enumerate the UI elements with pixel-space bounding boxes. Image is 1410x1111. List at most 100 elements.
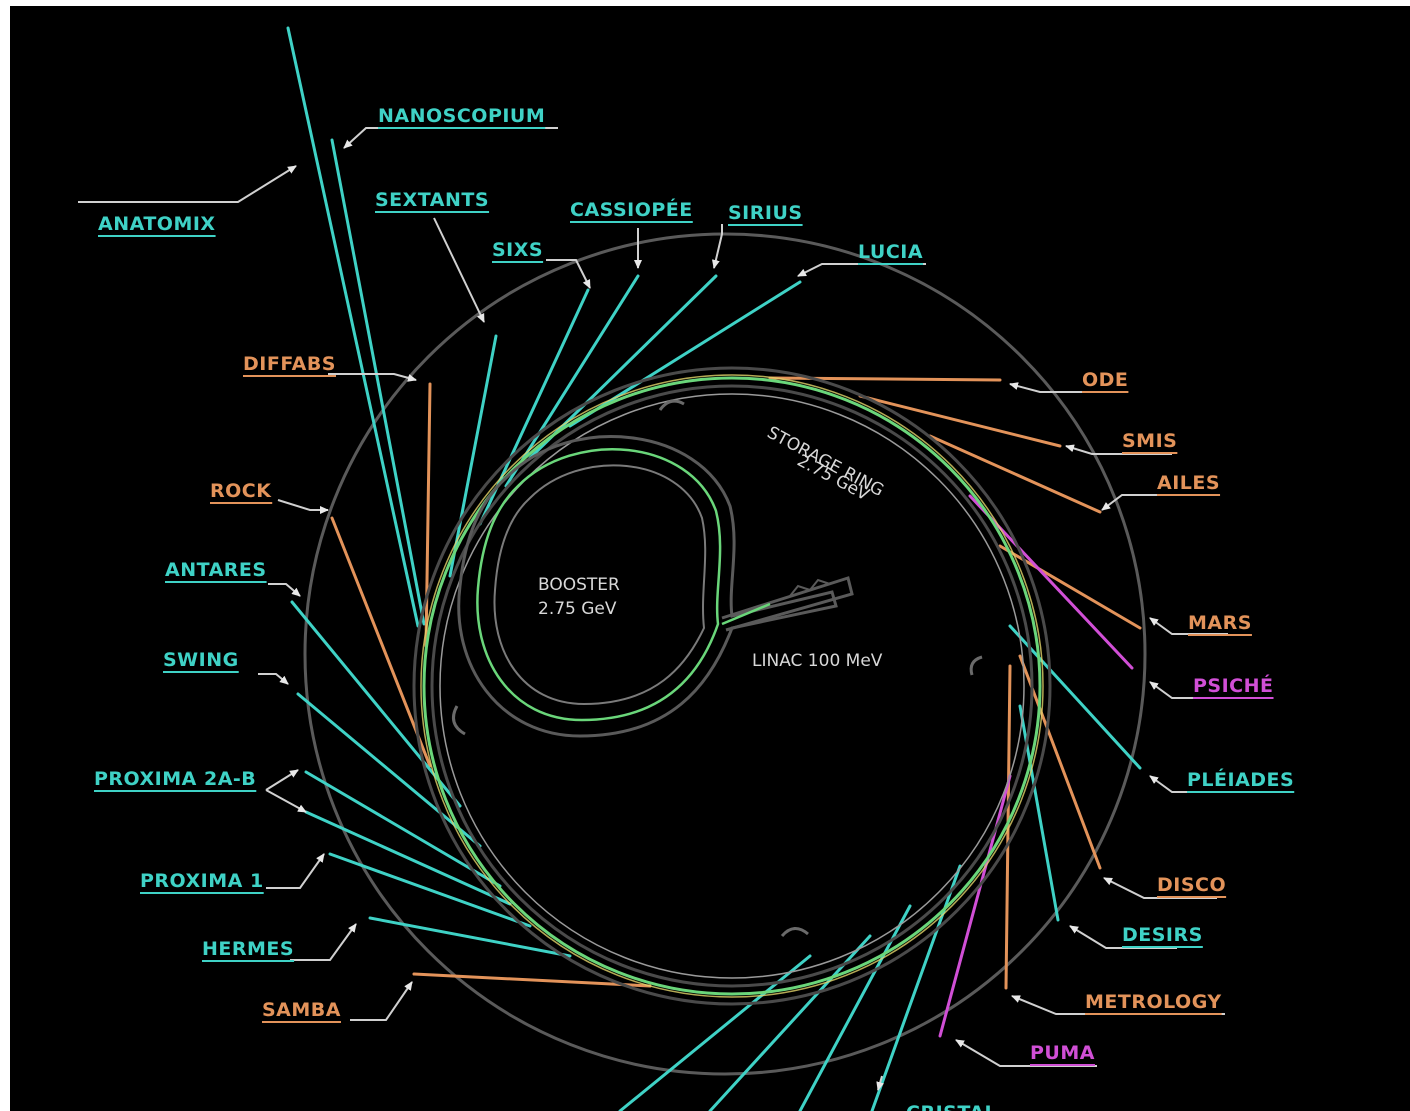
beamline-ray-hermes (368, 916, 572, 958)
beamline-ray-proxima2ab (304, 770, 502, 888)
linac-label: LINAC 100 MeV (752, 651, 883, 671)
label-text-nanoscopium: NANOSCOPIUM (378, 105, 545, 127)
beamline-ray-swing (296, 692, 482, 848)
label-text-mars: MARS (1188, 612, 1252, 634)
label-text-ode: ODE (1082, 369, 1128, 391)
linac (721, 576, 854, 632)
beamline-ray-lucia (568, 280, 802, 428)
label-hermes: HERMES (202, 938, 295, 962)
beamline-ray-mars (998, 544, 1142, 630)
beamline-ray-metrology (1004, 664, 1012, 990)
label-psiche: PSICHÉ (1193, 674, 1274, 699)
label-samba: SAMBA (262, 999, 341, 1023)
label-text-proxima2ab: PROXIMA 2A-B (94, 768, 256, 790)
label-text-sixs: SIXS (492, 239, 543, 261)
experimental-hall-outline (303, 232, 1147, 1076)
beamline-ray-rock (330, 516, 432, 768)
leader-proxima1 (266, 853, 325, 889)
diagram-canvas: BOOSTER 2.75 GeV STORAGE RING 2.75 GeV L… (78, 26, 1295, 1111)
label-text-cristal: CRISTAL (906, 1102, 997, 1111)
beamline-ray-cristal (798, 904, 912, 1111)
label-text-swing: SWING (163, 649, 239, 671)
leader-proxima2ab (265, 769, 299, 791)
label-desirs: DESIRS (1122, 924, 1203, 948)
label-text-desirs: DESIRS (1122, 924, 1203, 946)
beamline-ray-sextants (448, 334, 498, 578)
leader-sixs (546, 259, 591, 289)
leader-lines (78, 127, 1277, 1091)
label-proxima2ab: PROXIMA 2A-B (94, 768, 257, 792)
label-text-disco: DISCO (1157, 874, 1226, 896)
beamline-ray-psiche (968, 494, 1134, 670)
label-nanoscopium: NANOSCOPIUM (378, 105, 546, 129)
label-text-smis: SMIS (1122, 430, 1177, 452)
leader-samba (350, 981, 413, 1021)
leader-cristal (876, 1075, 885, 1091)
leader-sirius (711, 224, 723, 269)
label-lucia: LUCIA (858, 241, 924, 265)
beamline-ray-sirius (528, 274, 718, 460)
leader-diffabs (328, 373, 417, 382)
label-rock: ROCK (210, 480, 273, 504)
beamline-ray-diffabs (424, 382, 432, 648)
label-sirius: SIRIUS (728, 202, 803, 226)
leader-hermes (290, 923, 357, 961)
label-smis: SMIS (1122, 430, 1178, 454)
label-mars: MARS (1188, 612, 1252, 636)
label-metrology: METROLOGY (1085, 991, 1222, 1015)
beamline-ray-anatomix (286, 26, 420, 628)
storage-ring-beam (422, 376, 1042, 996)
label-cassiopee: CASSIOPÉE (570, 198, 693, 223)
label-text-lucia: LUCIA (858, 241, 923, 263)
label-text-pleiades: PLÉIADES (1187, 768, 1294, 791)
label-text-proxima1: PROXIMA 1 (140, 870, 264, 892)
beamline-ray-antares (290, 600, 462, 808)
leader-nanoscopium (343, 127, 558, 149)
label-swing: SWING (163, 649, 239, 673)
label-puma: PUMA (1030, 1042, 1095, 1066)
label-anatomix: ANATOMIX (98, 213, 216, 237)
label-text-ailes: AILES (1157, 472, 1220, 494)
beamline-ray-proxima2ab (304, 810, 512, 906)
leader-sextants (433, 217, 485, 323)
beamline-ray-ailes (928, 434, 1102, 514)
leader-anatomix (78, 165, 297, 203)
label-cristal: CRISTAL (906, 1102, 997, 1111)
label-text-metrology: METROLOGY (1085, 991, 1222, 1013)
beamline-labels: ANATOMIX NANOSCOPIUM SEXTANTS SIXS CASSI… (94, 105, 1295, 1111)
beamline-ray-samba (412, 972, 652, 988)
label-text-anatomix: ANATOMIX (98, 213, 216, 235)
label-text-diffabs: DIFFABS (243, 353, 336, 375)
label-text-puma: PUMA (1030, 1042, 1095, 1064)
leader-swing (258, 673, 289, 685)
leader-rock (277, 499, 329, 514)
label-text-sextants: SEXTANTS (375, 189, 489, 211)
label-ode: ODE (1082, 369, 1129, 393)
beamline-ray-proxima1 (328, 852, 532, 928)
beamline-ray-ode (768, 376, 1002, 382)
booster-energy: 2.75 GeV (538, 599, 617, 619)
label-text-samba: SAMBA (262, 999, 341, 1021)
beamline-ray-nanoscopium (330, 138, 426, 626)
beamline-rays (286, 26, 1142, 1111)
booster-label: BOOSTER (538, 575, 620, 595)
label-text-hermes: HERMES (202, 938, 294, 960)
label-pleiades: PLÉIADES (1187, 768, 1295, 793)
beamline-ray-cristal (870, 864, 962, 1111)
label-diffabs: DIFFABS (243, 353, 336, 377)
label-sextants: SEXTANTS (375, 189, 490, 213)
booster-ring (457, 435, 854, 738)
beamline-ray-smis (858, 394, 1062, 448)
label-sixs: SIXS (492, 239, 544, 263)
beamline-ray-pleiades (1008, 624, 1142, 770)
label-antares: ANTARES (165, 559, 267, 583)
synchrotron-diagram: BOOSTER 2.75 GeV STORAGE RING 2.75 GeV L… (10, 6, 1410, 1111)
label-text-antares: ANTARES (165, 559, 267, 581)
label-text-cassiopee: CASSIOPÉE (570, 198, 693, 221)
label-ailes: AILES (1157, 472, 1221, 496)
label-disco: DISCO (1157, 874, 1227, 898)
label-text-rock: ROCK (210, 480, 272, 502)
label-text-psiche: PSICHÉ (1193, 674, 1274, 697)
label-proxima1: PROXIMA 1 (140, 870, 264, 894)
beamline-ray-puma (938, 774, 1012, 1038)
